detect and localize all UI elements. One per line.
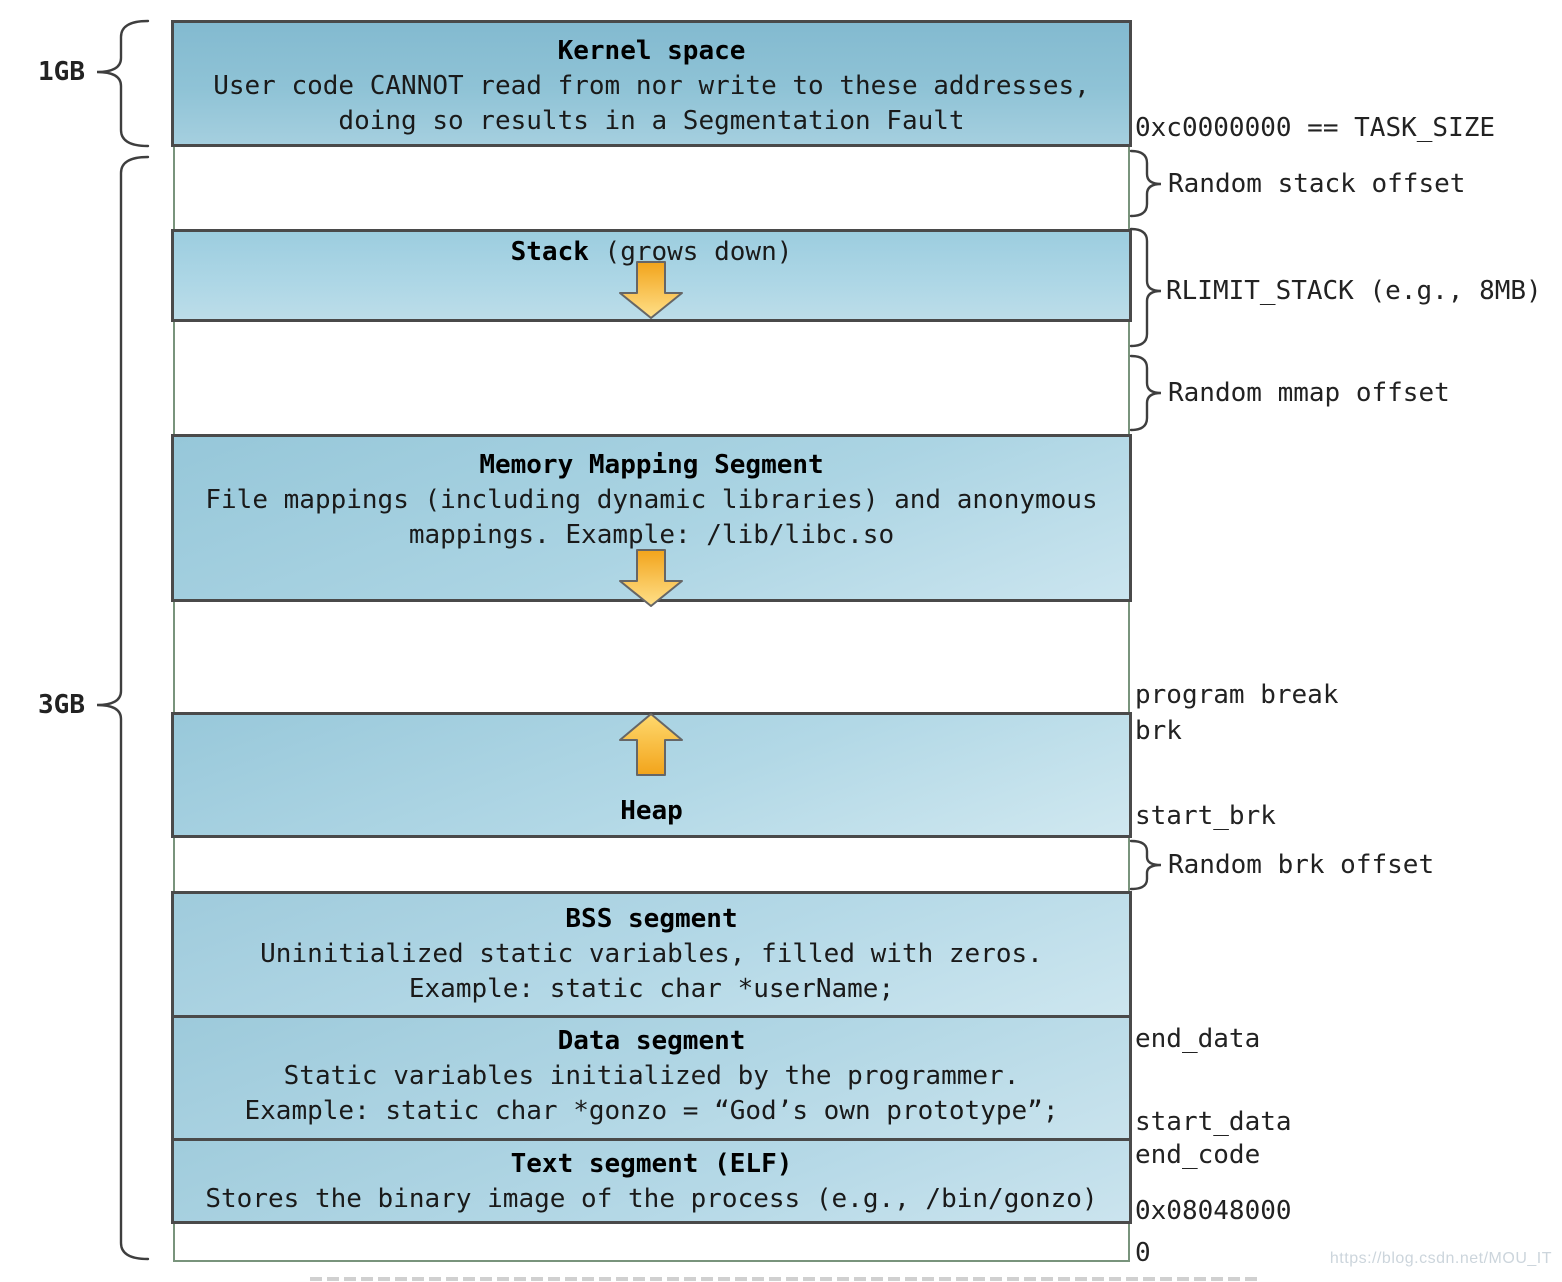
text-desc-1: Stores the binary image of the process (… bbox=[205, 1184, 1098, 1214]
label-rlimit-stack: RLIMIT_STACK (e.g., 8MB) bbox=[1166, 276, 1542, 306]
segment-bss: BSS segment Uninitialized static variabl… bbox=[171, 891, 1132, 1018]
label-end-code: end_code bbox=[1135, 1140, 1261, 1170]
label-random-mmap-offset: Random mmap offset bbox=[1168, 378, 1450, 408]
segment-kernel-space: Kernel space User code CANNOT read from … bbox=[171, 20, 1132, 147]
kernel-space-title: Kernel space bbox=[557, 36, 746, 66]
data-desc-2: Example: static char *gonzo = “God’s own… bbox=[244, 1096, 1059, 1126]
segment-data: Data segment Static variables initialize… bbox=[171, 1015, 1132, 1141]
brace-3gb bbox=[96, 155, 150, 1261]
text-title: Text segment (ELF) bbox=[510, 1149, 793, 1179]
bss-title: BSS segment bbox=[565, 904, 738, 934]
kernel-space-desc-2: doing so results in a Segmentation Fault bbox=[338, 106, 965, 136]
label-brk: brk bbox=[1135, 716, 1182, 746]
mmap-desc-2: mappings. Example: /lib/libc.so bbox=[408, 520, 895, 550]
label-zero-address: 0 bbox=[1135, 1238, 1151, 1268]
bss-desc-2: Example: static char *userName; bbox=[408, 974, 895, 1004]
bss-desc-1: Uninitialized static variables, filled w… bbox=[260, 939, 1043, 969]
brace-random-mmap-offset bbox=[1129, 354, 1162, 432]
stack-title-suffix: (grows down) bbox=[588, 237, 793, 267]
segment-stack: Stack (grows down) bbox=[171, 229, 1132, 322]
brace-rlimit-stack bbox=[1129, 227, 1162, 348]
mmap-desc-1: File mappings (including dynamic librari… bbox=[205, 485, 1098, 515]
label-end-data: end_data bbox=[1135, 1024, 1261, 1054]
mmap-title: Memory Mapping Segment bbox=[479, 450, 824, 480]
label-program-break: program break bbox=[1135, 680, 1339, 710]
stack-title: Stack bbox=[510, 237, 589, 267]
segment-text: Text segment (ELF) Stores the binary ima… bbox=[171, 1138, 1132, 1224]
heap-title: Heap bbox=[620, 796, 683, 826]
brace-random-brk-offset bbox=[1129, 839, 1162, 891]
label-start-brk: start_brk bbox=[1135, 801, 1276, 831]
data-title: Data segment bbox=[557, 1026, 746, 1056]
brace-1gb bbox=[96, 19, 150, 148]
segment-heap: Heap bbox=[171, 712, 1132, 838]
label-task-size: 0xc0000000 == TASK_SIZE bbox=[1135, 113, 1496, 143]
watermark-url: https://blog.csdn.net/MOU_IT bbox=[1329, 1250, 1552, 1267]
label-random-stack-offset: Random stack offset bbox=[1168, 169, 1466, 199]
label-text-start-address: 0x08048000 bbox=[1135, 1196, 1292, 1226]
label-3gb: 3GB bbox=[38, 690, 85, 720]
label-start-data: start_data bbox=[1135, 1107, 1292, 1137]
data-desc-1: Static variables initialized by the prog… bbox=[283, 1061, 1020, 1091]
bottom-dashed-line bbox=[310, 1277, 1260, 1281]
kernel-space-desc-1: User code CANNOT read from nor write to … bbox=[213, 71, 1090, 101]
label-1gb: 1GB bbox=[38, 57, 85, 87]
label-random-brk-offset: Random brk offset bbox=[1168, 850, 1435, 880]
segment-memory-mapping: Memory Mapping Segment File mappings (in… bbox=[171, 434, 1132, 602]
brace-random-stack-offset bbox=[1129, 149, 1162, 218]
stack-title-line: Stack (grows down) bbox=[174, 235, 1129, 270]
